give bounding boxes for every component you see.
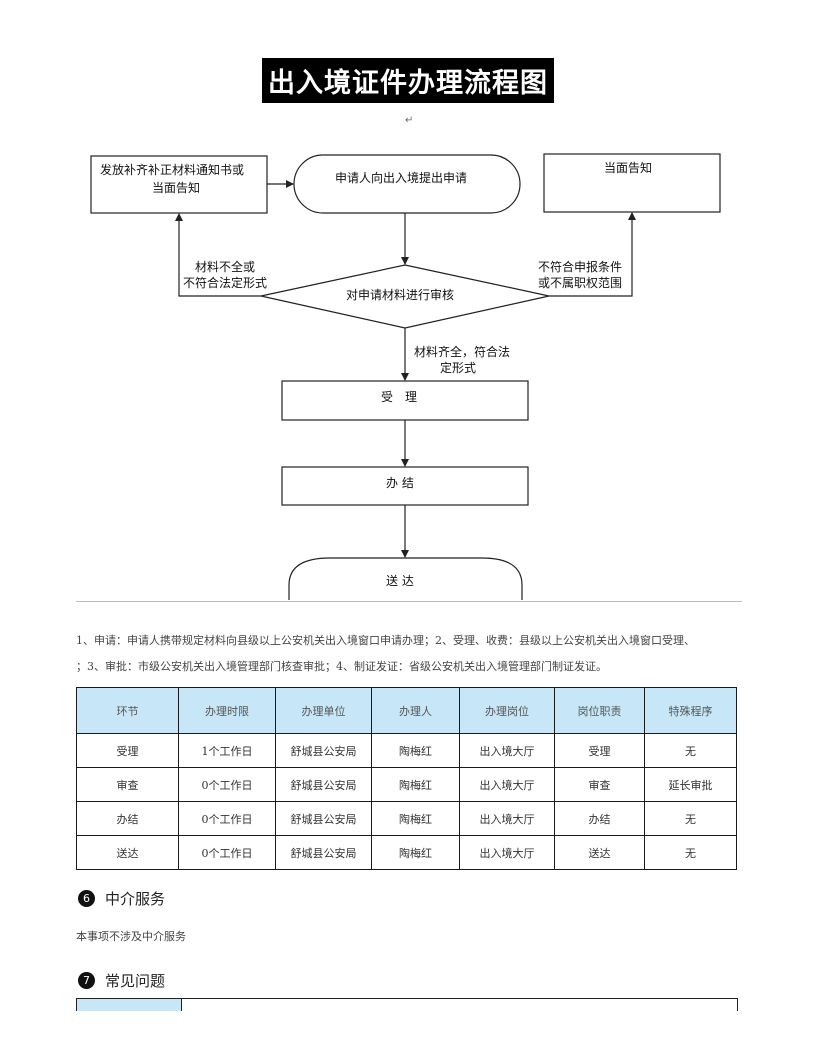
table-cell: 出入境大厅	[459, 733, 555, 768]
supplement-text-2: 当面告知	[152, 181, 200, 195]
table-cell: 陶梅红	[371, 835, 460, 870]
table-cell: 办结	[76, 801, 179, 836]
ok-label-2: 定形式	[440, 360, 476, 375]
table-cell: 受理	[554, 733, 645, 768]
table-cell: 舒城县公安局	[275, 733, 372, 768]
description-line-1: 1、申请：申请人携带规定材料向县级以上公安机关出入境窗口申请办理；2、受理、收费…	[76, 634, 695, 647]
divider	[76, 601, 742, 602]
right-label-2: 或不属职权范围	[538, 276, 622, 290]
conclude-text: 办 结	[386, 475, 414, 490]
faq-header-cell	[77, 999, 182, 1011]
col-header-time-limit: 办理时限	[178, 687, 276, 734]
conclude-box	[281, 466, 529, 506]
deliver-text: 送 达	[386, 573, 414, 588]
notice-box	[543, 153, 721, 213]
table-row: 送达 0个工作日 舒城县公安局 陶梅红 出入境大厅 送达 无	[76, 835, 737, 870]
process-description: 1、申请：申请人携带规定材料向县级以上公安机关出入境窗口申请办理；2、受理、收费…	[76, 628, 756, 680]
ok-label-1: 材料齐全，符合法	[414, 344, 510, 359]
table-cell: 出入境大厅	[459, 835, 555, 870]
table-cell: 送达	[554, 835, 645, 870]
page-title: 出入境证件办理流程图	[262, 58, 554, 103]
start-text: 申请人向出入境提出申请	[335, 170, 467, 185]
section-6-note: 本事项不涉及中介服务	[76, 930, 186, 943]
left-label-2: 不符合法定形式	[183, 275, 267, 290]
notice-text: 当面告知	[604, 161, 652, 175]
review-text: 对申请材料进行审核	[346, 287, 454, 302]
table-header-row: 环节 办理时限 办理单位 办理人 办理岗位 岗位职责 特殊程序	[76, 687, 737, 734]
section-7-title: 常见问题	[105, 972, 166, 990]
table-cell: 出入境大厅	[459, 801, 555, 836]
start-terminal	[293, 154, 521, 214]
table-cell: 审查	[76, 767, 179, 802]
supplement-text-1: 发放补齐补正材料通知书或	[100, 162, 244, 177]
table-cell: 0个工作日	[178, 801, 276, 836]
col-header-unit: 办理单位	[275, 687, 372, 734]
col-header-handler: 办理人	[371, 687, 460, 734]
col-header-duty: 岗位职责	[554, 687, 645, 734]
table-cell: 无	[644, 801, 737, 836]
table-cell: 0个工作日	[178, 767, 276, 802]
table-cell: 0个工作日	[178, 835, 276, 870]
process-table: 环节 办理时限 办理单位 办理人 办理岗位 岗位职责 特殊程序 受理 1个工作日…	[76, 687, 737, 870]
table-cell: 陶梅红	[371, 733, 460, 768]
table-cell: 陶梅红	[371, 767, 460, 802]
section-7-number: 7	[78, 972, 95, 989]
arrow-review-to-supplement	[175, 213, 261, 297]
table-cell: 舒城县公安局	[275, 801, 372, 836]
table-cell: 送达	[76, 835, 179, 870]
table-row: 受理 1个工作日 舒城县公安局 陶梅红 出入境大厅 受理 无	[76, 733, 737, 768]
flowchart: 发放补齐补正材料通知书或 当面告知 申请人向出入境提出申请 当面告知 对申请材料…	[90, 153, 721, 600]
table-cell: 办结	[554, 801, 645, 836]
section-6-title: 中介服务	[105, 890, 166, 908]
table-cell: 陶梅红	[371, 801, 460, 836]
table-cell: 出入境大厅	[459, 767, 555, 802]
deliver-terminal	[288, 557, 523, 600]
section-6-number: 6	[78, 890, 95, 907]
table-row: 审查 0个工作日 舒城县公安局 陶梅红 出入境大厅 审查 延长审批	[76, 767, 737, 802]
col-header-post: 办理岗位	[459, 687, 555, 734]
supplement-box	[90, 155, 268, 214]
accept-box	[281, 380, 529, 421]
table-cell: 无	[644, 835, 737, 870]
table-cell: 无	[644, 733, 737, 768]
table-cell: 舒城县公安局	[275, 835, 372, 870]
faq-table	[76, 998, 738, 1011]
table-row: 办结 0个工作日 舒城县公安局 陶梅红 出入境大厅 办结 无	[76, 801, 737, 836]
accept-text: 受 理	[381, 390, 417, 404]
table-cell: 审查	[554, 767, 645, 802]
table-cell: 舒城县公安局	[275, 767, 372, 802]
title-wrap: 出入境证件办理流程图	[0, 58, 816, 103]
table-cell: 1个工作日	[178, 733, 276, 768]
right-label-1: 不符合申报条件	[538, 259, 622, 274]
description-line-2: ；3、审批：市级公安机关出入境管理部门核查审批；4、制证发证：省级公安机关出入境…	[76, 660, 607, 673]
paragraph-mark: ↵	[405, 115, 414, 126]
table-cell: 受理	[76, 733, 179, 768]
left-label-1: 材料不全或	[195, 259, 255, 274]
table-cell: 延长审批	[644, 767, 737, 802]
section-6-heading: 6 中介服务	[78, 888, 165, 909]
arrow-review-to-notice	[549, 212, 636, 297]
col-header-special: 特殊程序	[644, 687, 737, 734]
col-header-stage: 环节	[76, 687, 179, 734]
section-7-heading: 7 常见问题	[78, 970, 165, 991]
